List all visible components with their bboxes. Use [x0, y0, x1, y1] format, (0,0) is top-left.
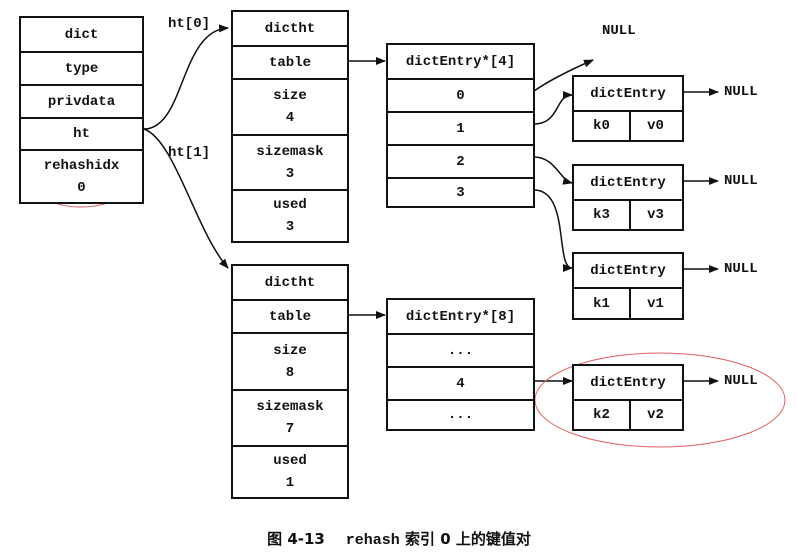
table0-slot: 3 [388, 177, 533, 206]
used-label: used [273, 197, 307, 213]
table1-array: dictEntry*[8] ... 4 ... [386, 298, 535, 431]
entry-next-null: NULL [724, 373, 758, 389]
sizemask-label: sizemask [256, 399, 324, 415]
dict-field-ht: ht [21, 117, 142, 149]
used-value: 3 [285, 219, 295, 235]
dictht1-size: size 8 [233, 332, 347, 389]
dict-entry-k3: dictEntry k3 v3 [572, 164, 684, 231]
ht0-label: ht[0] [168, 16, 211, 32]
arrow-slot2 [533, 156, 573, 185]
arrow-slot0-null [533, 59, 594, 92]
highlight-entry-k2 [534, 352, 786, 448]
table1-slot: 4 [388, 366, 533, 399]
size-value: 4 [285, 110, 295, 126]
entry-title: dictEntry [590, 85, 666, 102]
table1-slot: ... [388, 333, 533, 366]
arrow-slot3 [533, 189, 573, 272]
dictht0-size: size 4 [233, 78, 347, 134]
used-label: used [273, 453, 307, 469]
dictht1-title: dictht [264, 274, 316, 291]
table0-array: dictEntry*[4] 0 1 2 3 [386, 43, 535, 208]
dict-field-rehashidx: rehashidx 0 [21, 149, 142, 202]
sizemask-label: sizemask [256, 143, 324, 160]
entry-key: k0 [574, 112, 631, 140]
dict-struct: dict type privdata ht rehashidx 0 [19, 16, 144, 204]
slot0-null: NULL [602, 23, 636, 39]
used-value: 1 [285, 475, 295, 491]
entry-key: k3 [574, 201, 631, 229]
dict-field-type: type [21, 51, 142, 84]
table0-title: dictEntry*[4] [405, 53, 516, 70]
entry-title: dictEntry [590, 174, 666, 191]
dictht0-used: used 3 [233, 189, 347, 241]
dictht-1: dictht table size 8 sizemask 7 used 1 [231, 264, 349, 499]
table0-slot: 1 [388, 111, 533, 144]
dictht0-sizemask: sizemask 3 [233, 134, 347, 189]
dict-entry-k2: dictEntry k2 v2 [572, 364, 684, 431]
entry-title: dictEntry [590, 262, 666, 279]
dict-entry-k1: dictEntry k1 v1 [572, 252, 684, 320]
dict-title: dict [64, 26, 99, 43]
dictht1-sizemask: sizemask 7 [233, 389, 347, 445]
caption-suffix: 索引 0 上的键值对 [405, 530, 531, 548]
dict-field-privdata: privdata [21, 84, 142, 117]
entry-kv: k2 v2 [574, 399, 682, 429]
entry-next-null: NULL [724, 261, 758, 277]
entry-value: v0 [647, 118, 664, 134]
entry-key: k1 [574, 289, 631, 318]
entry-next-null: NULL [724, 84, 758, 100]
table1-slot: ... [388, 399, 533, 429]
dict-entry-k0: dictEntry k0 v0 [572, 75, 684, 142]
dictht0-table: table [233, 45, 347, 78]
ht1-label: ht[1] [168, 145, 211, 161]
rehashidx-label: rehashidx [43, 157, 120, 174]
caption-code: rehash [345, 532, 400, 549]
dictht1-table: table [233, 299, 347, 332]
entry-next-null: NULL [724, 173, 758, 189]
size-label: size [273, 342, 307, 359]
entry-kv: k1 v1 [574, 287, 682, 318]
entry-kv: k0 v0 [574, 110, 682, 140]
entry-value: v1 [647, 295, 664, 312]
arrow-slot1 [533, 91, 573, 125]
table1-title: dictEntry*[8] [405, 308, 516, 325]
size-value: 8 [285, 364, 295, 381]
table0-slot: 0 [388, 78, 533, 111]
arrow-ht0 [143, 24, 229, 130]
entry-key: k2 [574, 401, 631, 429]
dictht0-title: dictht [264, 20, 316, 37]
sizemask-value: 3 [285, 165, 295, 182]
entry-value: v3 [647, 207, 664, 223]
rehashidx-value: 0 [77, 179, 86, 196]
caption-prefix: 图 4-13 [267, 530, 325, 548]
dictht1-used: used 1 [233, 445, 347, 497]
size-label: size [273, 88, 307, 104]
dictht-0: dictht table size 4 sizemask 3 used 3 [231, 10, 349, 243]
table0-slot: 2 [388, 144, 533, 177]
entry-title: dictEntry [590, 374, 666, 391]
entry-value: v2 [647, 407, 664, 423]
arrow-ht1 [143, 128, 229, 269]
figure-caption: 图 4-13 rehash 索引 0 上的键值对 [0, 528, 798, 549]
entry-kv: k3 v3 [574, 199, 682, 229]
sizemask-value: 7 [285, 421, 295, 437]
